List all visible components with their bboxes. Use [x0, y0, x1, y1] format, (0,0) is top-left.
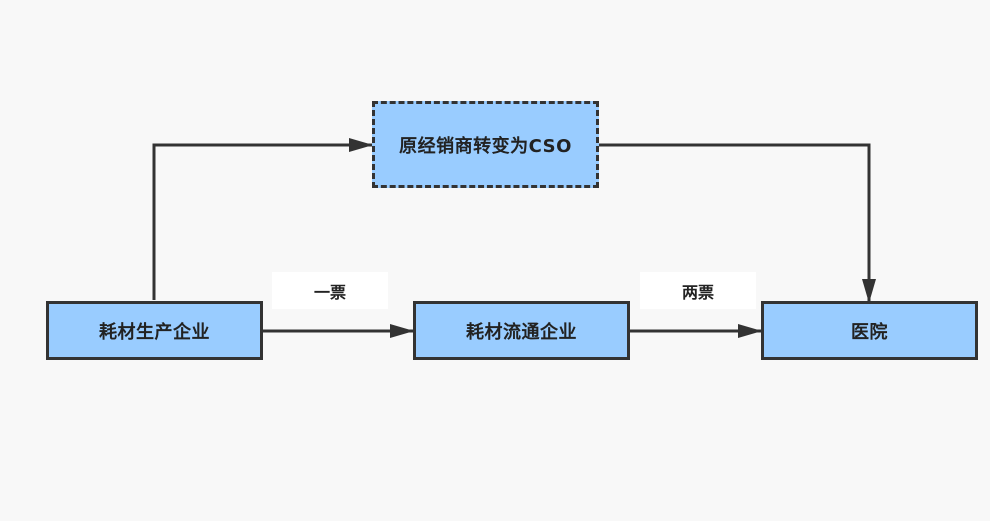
node-hospital[interactable]: 医院: [761, 301, 978, 360]
edge-cso-to-hospital: [599, 143, 876, 303]
node-cso[interactable]: 原经销商转变为CSO: [372, 101, 599, 188]
edge-label-second-invoice: 两票: [640, 272, 756, 309]
edge-label-first-invoice: 一票: [272, 272, 388, 309]
node-distributor[interactable]: 耗材流通企业: [413, 301, 630, 360]
edge-manufacturer-to-cso: [152, 138, 373, 300]
node-manufacturer[interactable]: 耗材生产企业: [46, 301, 263, 360]
